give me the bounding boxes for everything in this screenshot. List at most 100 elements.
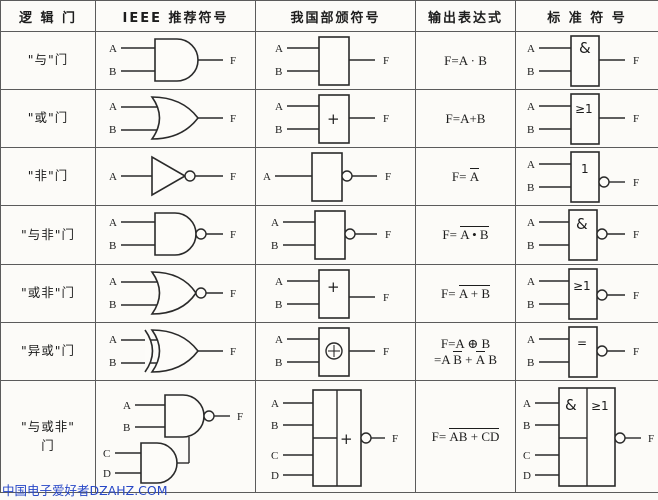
china-symbol-xor: A B F bbox=[255, 322, 416, 381]
expr-overbar: AB + CD bbox=[449, 427, 500, 444]
expr-lhs: F= bbox=[445, 110, 461, 126]
output-label-f: F bbox=[633, 290, 639, 302]
input-label-a: A bbox=[275, 276, 283, 288]
input-label-a: A bbox=[527, 159, 535, 171]
ieee-symbol-xor: A B F bbox=[95, 322, 256, 381]
standard-glyph-not: 1 bbox=[581, 162, 589, 176]
output-label-f: F bbox=[383, 346, 389, 358]
input-label-a: A bbox=[109, 43, 117, 55]
expression-nand: F= A • B bbox=[415, 205, 516, 265]
input-label-c: C bbox=[271, 450, 278, 462]
standard-symbol-not: A B 1 F bbox=[515, 147, 658, 206]
header-output-expression: 输出表达式 bbox=[415, 0, 516, 32]
input-label-b: B bbox=[523, 420, 530, 432]
input-label-a: A bbox=[527, 101, 535, 113]
expr-overbar: A bbox=[469, 167, 480, 184]
expr-lhs: F= bbox=[444, 52, 459, 68]
input-label-b: B bbox=[109, 240, 116, 252]
standard-glyph-aoi-and: & bbox=[565, 396, 577, 414]
header-ieee-symbol: IEEE 推荐符号 bbox=[95, 0, 256, 32]
ieee-symbol-aoi: A B C D F bbox=[95, 380, 256, 493]
header-logic-gate: 逻 辑 门 bbox=[0, 0, 96, 32]
input-label-c: C bbox=[523, 450, 530, 462]
output-label-f: F bbox=[230, 346, 236, 358]
standard-glyph-nand: & bbox=[576, 215, 588, 233]
standard-symbol-nand: A B & F bbox=[515, 205, 658, 265]
expr-line2-prefix: =A bbox=[433, 351, 454, 367]
standard-glyph-or: ≥1 bbox=[575, 102, 593, 116]
expr-lhs: F= bbox=[442, 227, 461, 242]
input-label-a: A bbox=[109, 276, 117, 288]
table-row: "与"门 A B F A B bbox=[0, 31, 658, 90]
input-label-a: A bbox=[527, 43, 535, 55]
input-label-b: B bbox=[527, 124, 534, 136]
table-row: "或非"门 A B F A B bbox=[0, 264, 658, 323]
ieee-symbol-and: A B F bbox=[95, 31, 256, 90]
input-label-a: A bbox=[527, 217, 535, 229]
china-symbol-and: A B F bbox=[255, 31, 416, 90]
expr-line2-overbar-a: A bbox=[475, 350, 486, 367]
output-label-f: F bbox=[385, 171, 391, 183]
expr-line2-overbar-b: B bbox=[453, 350, 462, 367]
input-label-a: A bbox=[109, 217, 117, 229]
expression-not: F= A bbox=[415, 147, 516, 206]
input-label-b: B bbox=[527, 240, 534, 252]
header-standard-symbol: 标 准 符 号 bbox=[515, 0, 658, 32]
output-label-f: F bbox=[230, 288, 236, 300]
input-label-b: B bbox=[271, 420, 278, 432]
standard-glyph-and: & bbox=[579, 39, 591, 57]
standard-glyph-xor: = bbox=[577, 336, 587, 350]
input-label-a: A bbox=[109, 171, 117, 183]
header-china-symbol: 我国部颁符号 bbox=[255, 0, 416, 32]
output-label-f: F bbox=[383, 113, 389, 125]
output-label-f: F bbox=[385, 229, 391, 241]
gate-name-aoi-line1: "与或非" bbox=[21, 418, 75, 434]
input-label-b: B bbox=[275, 299, 282, 311]
input-label-d: D bbox=[271, 470, 279, 482]
expr-body: A · B bbox=[458, 52, 487, 68]
output-label-f: F bbox=[392, 433, 398, 445]
input-label-a: A bbox=[109, 334, 117, 346]
expr-lhs: F= bbox=[441, 285, 459, 301]
table-row: "与或非" 门 A B C D F bbox=[0, 380, 658, 493]
expression-aoi: F= AB + CD bbox=[415, 380, 516, 493]
input-label-a: A bbox=[275, 101, 283, 113]
input-label-a: A bbox=[109, 101, 117, 113]
input-label-b: B bbox=[275, 66, 282, 78]
china-glyph-aoi: + bbox=[340, 430, 353, 448]
input-label-d: D bbox=[103, 468, 111, 480]
expr-line2: =A B + A B bbox=[416, 350, 515, 368]
standard-symbol-or: A B ≥1 F bbox=[515, 89, 658, 148]
standard-symbol-and: A B & F bbox=[515, 31, 658, 90]
china-symbol-aoi: A B C D + F bbox=[255, 380, 416, 493]
input-label-a: A bbox=[123, 400, 131, 412]
expression-or: F=A+B bbox=[415, 89, 516, 148]
expr-line2-mid: + bbox=[461, 351, 476, 367]
input-label-c: C bbox=[103, 448, 110, 460]
ieee-symbol-not: A F bbox=[95, 147, 256, 206]
input-label-a: A bbox=[263, 171, 271, 183]
ieee-symbol-nand: A B F bbox=[95, 205, 256, 265]
china-symbol-nand: A B F bbox=[255, 205, 416, 265]
output-label-f: F bbox=[383, 55, 389, 67]
china-symbol-or: A B + F bbox=[255, 89, 416, 148]
gate-name-xor: "异或"门 bbox=[0, 322, 96, 381]
output-label-f: F bbox=[230, 55, 236, 67]
input-label-b: B bbox=[123, 422, 130, 434]
china-symbol-not: A F bbox=[255, 147, 416, 206]
china-glyph-nor: + bbox=[327, 278, 340, 296]
expr-line1: F=A ⊕ B bbox=[440, 335, 491, 351]
output-label-f: F bbox=[633, 229, 639, 241]
standard-symbol-xor: A B = F bbox=[515, 322, 658, 381]
output-label-f: F bbox=[633, 346, 639, 358]
output-label-f: F bbox=[633, 55, 639, 67]
china-symbol-nor: A B + F bbox=[255, 264, 416, 323]
input-label-b: B bbox=[109, 124, 116, 136]
gate-name-nor: "或非"门 bbox=[0, 264, 96, 323]
input-label-b: B bbox=[109, 357, 116, 369]
input-label-a: A bbox=[271, 398, 279, 410]
ieee-symbol-nor: A B F bbox=[95, 264, 256, 323]
gate-name-aoi: "与或非" 门 bbox=[0, 380, 96, 493]
